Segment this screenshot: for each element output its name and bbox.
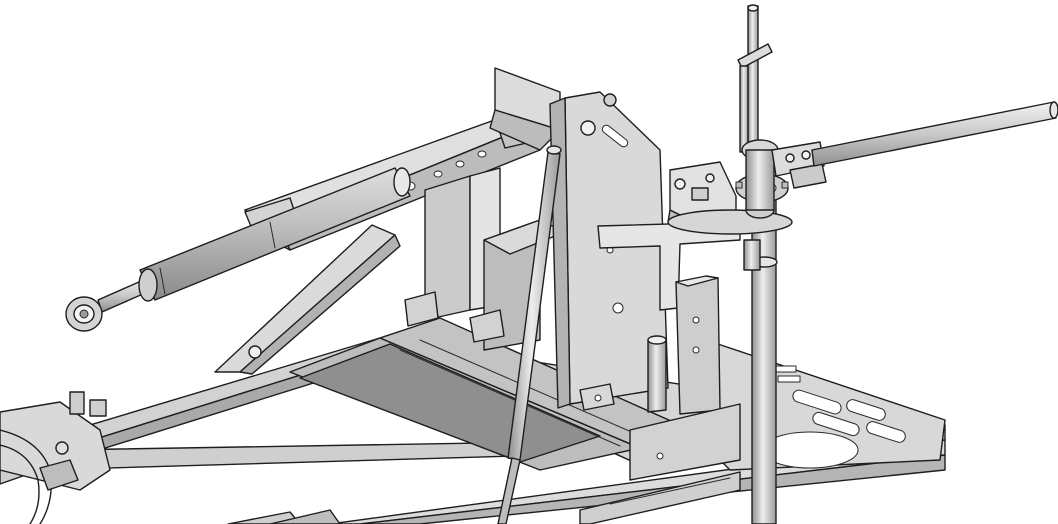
bottom-parts [227, 291, 615, 524]
left-end-assembly [0, 391, 111, 524]
base-frame [0, 317, 946, 524]
rod-end-eye [65, 296, 103, 332]
clamp-head [667, 139, 827, 235]
vertical-shaft [737, 4, 778, 524]
diagonal-strut [214, 224, 401, 375]
horizontal-rod [811, 101, 1058, 167]
central-tower [424, 67, 741, 481]
plate-slots [761, 365, 906, 469]
hydraulic-cylinder [65, 167, 411, 332]
gas-spring [497, 145, 562, 524]
